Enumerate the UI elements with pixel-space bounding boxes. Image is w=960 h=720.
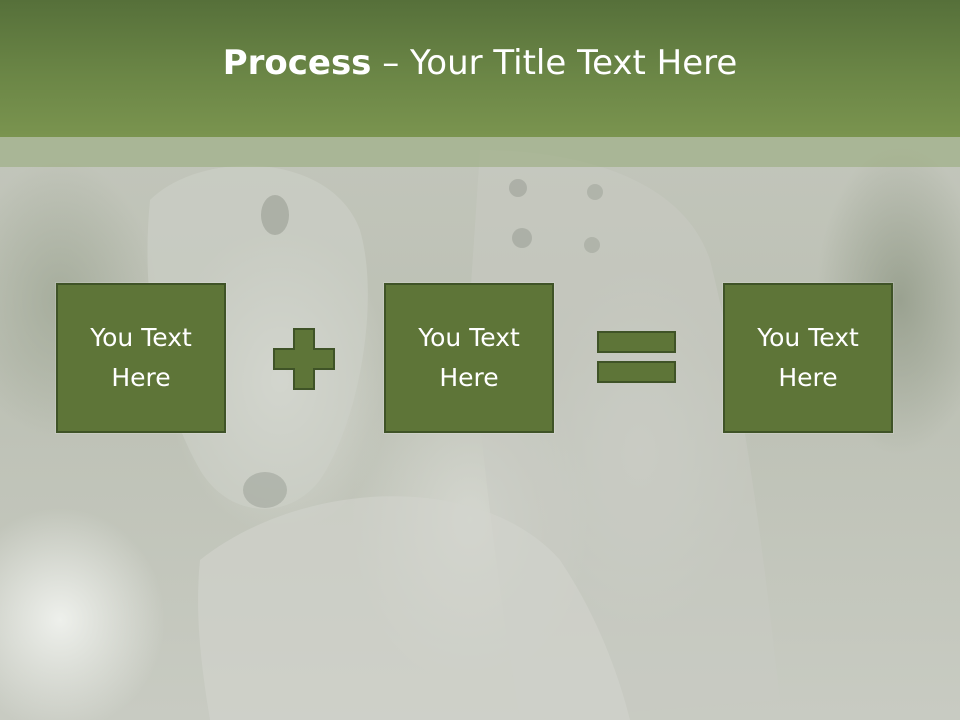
title-bar: Process – Your Title Text Here [0,0,960,137]
process-box-1[interactable]: You Text Here [56,283,226,433]
process-box-2[interactable]: You Text Here [384,283,554,433]
equals-icon [597,331,676,383]
page-title: Process – Your Title Text Here [223,43,738,83]
process-box-1-text: You Text Here [90,323,192,392]
process-box-2-text: You Text Here [418,323,520,392]
header-accent-band [0,137,960,167]
title-bold-text: Process [222,42,372,83]
title-rest-text: – Your Title Text Here [371,42,738,83]
process-box-3[interactable]: You Text Here [723,283,893,433]
plus-icon [273,328,335,390]
process-box-3-text: You Text Here [757,323,859,392]
